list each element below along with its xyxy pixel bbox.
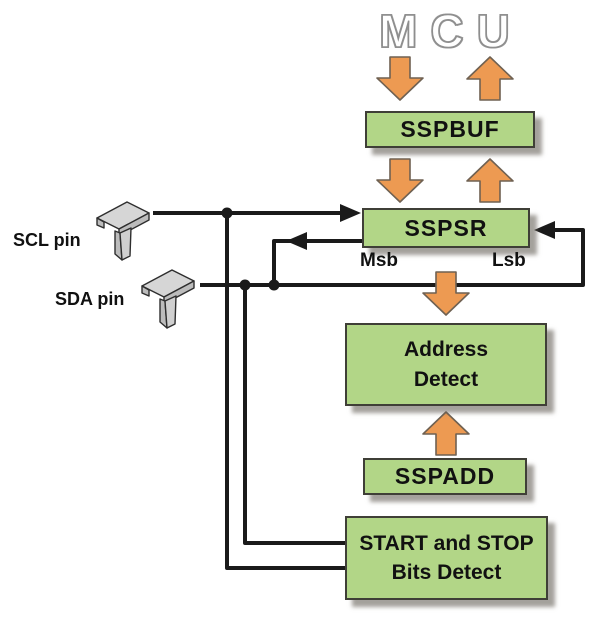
sspsr-label: SSPSR bbox=[404, 214, 488, 241]
scl-pin-label: SCL pin bbox=[13, 230, 81, 250]
sspsr-input-arrowhead-icon bbox=[534, 221, 555, 239]
start-stop-detect-block: START and STOP Bits Detect bbox=[345, 516, 548, 600]
sspsr-to-address-detect-arrow-icon bbox=[422, 271, 470, 316]
mcu-to-sspbuf-arrow-icon bbox=[376, 56, 424, 101]
junction-dot bbox=[221, 207, 233, 219]
msb-label: Msb bbox=[360, 250, 398, 271]
sspadd-block: SSPADD bbox=[363, 458, 527, 495]
scl-branch-wire bbox=[225, 213, 347, 570]
sspbuf-label: SSPBUF bbox=[400, 116, 500, 142]
start-stop-label-line1: START and STOP bbox=[359, 532, 534, 555]
sspadd-to-address-detect-arrow-icon bbox=[422, 411, 470, 456]
address-detect-block: Address Detect bbox=[345, 323, 547, 406]
sspsr-to-sspbuf-arrow-icon bbox=[466, 158, 514, 203]
mcu-title: MCU bbox=[378, 4, 523, 58]
sspsr-output-arrowhead-icon bbox=[286, 232, 307, 250]
address-detect-label-line2: Detect bbox=[413, 367, 479, 391]
lsb-label: Lsb bbox=[492, 250, 526, 271]
sda-wire bbox=[200, 228, 585, 287]
junction-dot bbox=[268, 279, 280, 291]
scl-pin-icon bbox=[96, 201, 150, 261]
sspadd-label: SSPADD bbox=[394, 463, 496, 489]
address-detect-label-line1: Address bbox=[403, 337, 489, 361]
sspbuf-to-mcu-arrow-icon bbox=[466, 56, 514, 101]
sda-pin-label: SDA pin bbox=[55, 289, 125, 309]
sspsr-output-wire bbox=[272, 239, 362, 285]
sda-branch-wire bbox=[243, 285, 347, 545]
sspbuf-block: SSPBUF bbox=[365, 111, 535, 148]
sda-pin-icon bbox=[141, 269, 195, 329]
sspbuf-to-sspsr-arrow-icon bbox=[376, 158, 424, 203]
start-stop-label-line2: Bits Detect bbox=[391, 561, 502, 584]
scl-arrowhead-icon bbox=[340, 204, 361, 222]
junction-dot bbox=[239, 279, 251, 291]
sspsr-block: SSPSR bbox=[362, 208, 530, 248]
